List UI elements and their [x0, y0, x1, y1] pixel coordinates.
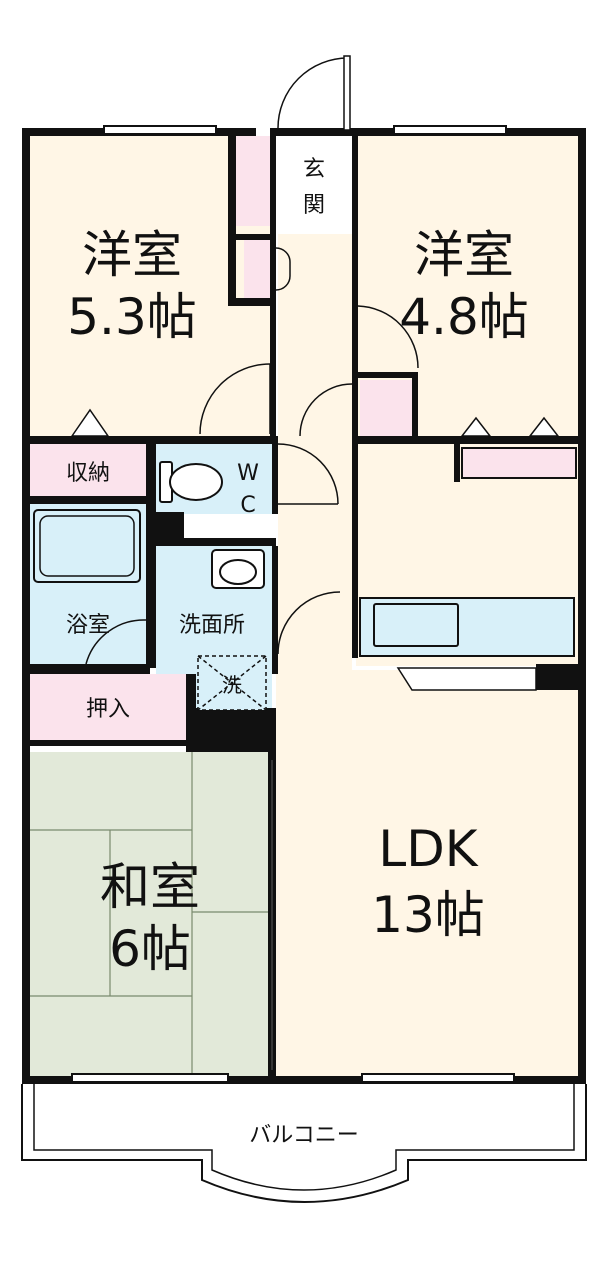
shoe-cabinet-floor [244, 240, 272, 302]
ldk-entry-step [396, 667, 537, 691]
western-room-2-name: 洋室 [414, 226, 514, 284]
storage-label: 収納 [66, 461, 110, 486]
japanese-room-name: 和室 [100, 858, 200, 916]
western-room-1-size: 5.3帖 [67, 288, 197, 346]
bath-label: 浴室 [66, 613, 110, 638]
toilet-icon [159, 461, 223, 503]
entrance-storage-floor [236, 136, 274, 226]
closet-label: 押入 [86, 697, 130, 722]
tatami-lines [30, 752, 270, 1076]
washroom-label: 洗面所 [179, 613, 245, 638]
ldk-floor [276, 670, 578, 1076]
washer-icon [197, 655, 267, 711]
wc-label-1: W [237, 461, 259, 486]
doors [85, 55, 419, 665]
ldk-name: LDK [378, 820, 478, 878]
closet-floor [30, 674, 186, 740]
balcony-label: バルコニー [249, 1123, 359, 1148]
washer-label: 洗 [222, 673, 242, 697]
kitchen-cupboard [461, 447, 577, 479]
western-room-1-name: 洋室 [82, 226, 182, 284]
closet-markers [70, 408, 560, 437]
entrance-label-2: 関 [303, 193, 325, 218]
japanese-room-size: 6帖 [109, 920, 191, 978]
bathtub-icon [33, 509, 141, 583]
wash-basin-icon [211, 549, 265, 589]
closet-2-floor [360, 380, 412, 436]
balcony-outline [21, 1084, 587, 1203]
entrance-label-1: 玄 [303, 157, 325, 182]
kitchen-counter [359, 597, 575, 657]
western-room-2-size: 4.8帖 [399, 288, 529, 346]
storage-floor [30, 444, 146, 496]
hallway-floor [278, 234, 352, 674]
japanese-room-floor [30, 752, 270, 1076]
kitchen-sink [373, 603, 459, 647]
entrance-floor [278, 136, 352, 234]
windows [71, 125, 515, 1083]
ldk-size: 13帖 [371, 886, 485, 944]
wc-label-2: C [240, 493, 255, 518]
